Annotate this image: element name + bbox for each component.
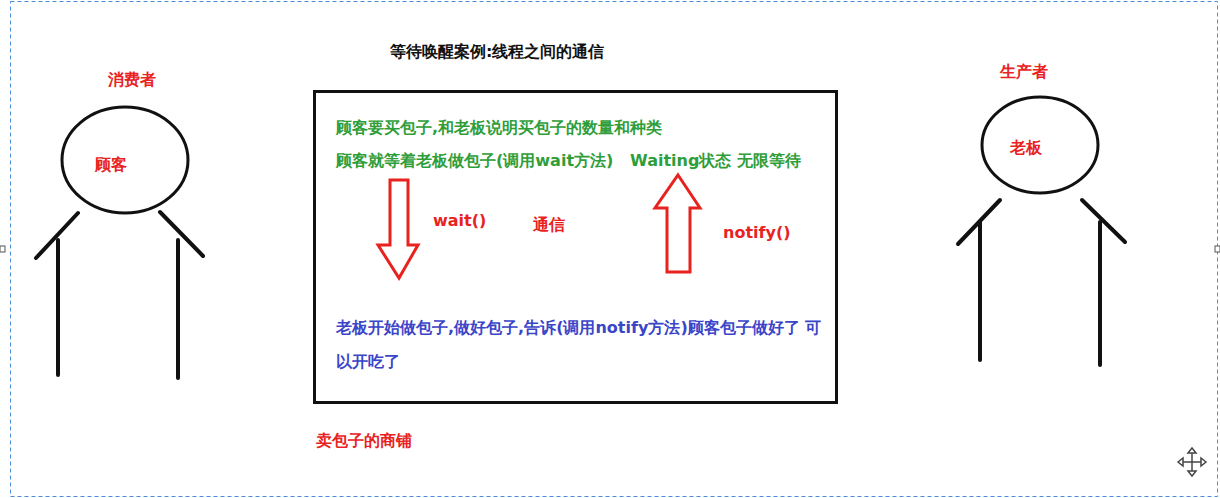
step-text: 老板开始做包子,做好包子,告诉(调用notify方法)顾客包子做好了 可以开吃了: [336, 311, 826, 379]
resize-handle: [0, 246, 5, 252]
method-label: wait(): [433, 211, 486, 231]
method-label: notify(): [723, 223, 791, 243]
person-label: 老板: [1010, 138, 1042, 158]
center-label: 通信: [533, 215, 565, 235]
wait-arrow: [378, 180, 418, 278]
diagram-title: 等待唤醒案例:线程之间的通信: [390, 42, 604, 63]
shop-box: 顾客要买包子,和老板说明买包子的数量和种类顾客就等着老板做包子(调用wait方法…: [313, 90, 838, 404]
move-icon: [1178, 448, 1206, 476]
notify-arrow: [655, 175, 700, 272]
resize-handle: [1215, 246, 1220, 252]
role-label: 消费者: [108, 70, 156, 90]
step-text: 顾客就等着老板做包子(调用wait方法) Waiting状态 无限等待: [336, 151, 801, 171]
role-label: 生产者: [1000, 62, 1048, 82]
step-text: 顾客要买包子,和老板说明买包子的数量和种类: [336, 118, 662, 138]
consumer-head: 消费者顾客: [60, 105, 190, 215]
producer-stick-figure: [958, 200, 1125, 365]
selection-frame: [11, 2, 1218, 497]
person-label: 顾客: [95, 155, 127, 175]
consumer-stick-figure: [36, 212, 203, 378]
shop-caption: 卖包子的商铺: [316, 431, 412, 451]
producer-head: 生产者老板: [980, 95, 1100, 195]
